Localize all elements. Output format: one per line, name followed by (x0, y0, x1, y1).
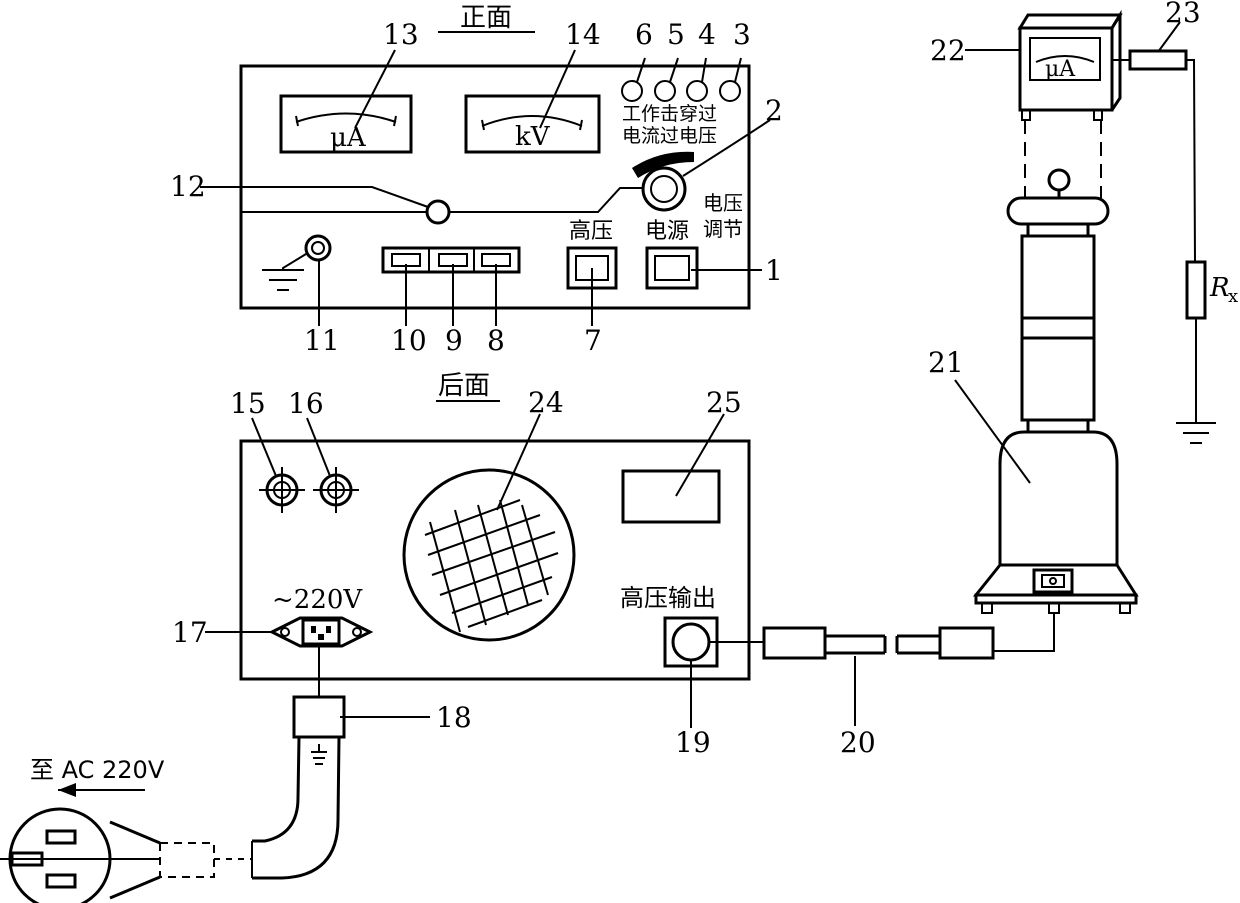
callout-10: 10 (391, 324, 427, 357)
power-cord: 至 AC 220V (0, 646, 346, 903)
zero-indicator (241, 187, 643, 225)
transformer-tank (998, 430, 1119, 567)
callout-19: 19 (675, 726, 711, 759)
microammeter-unit: μA (330, 123, 367, 153)
callout-25: 25 (706, 386, 742, 419)
mains-label: 至 AC 220V (30, 756, 165, 784)
callout-20: 20 (840, 726, 876, 759)
power-button: 电源 (645, 219, 699, 290)
indicator-labels-line2: 电流过电压 (622, 125, 717, 147)
insulator-upper (1020, 234, 1096, 320)
callout-12: 12 (170, 170, 206, 203)
indicator-lamp-overcurrent (686, 80, 708, 102)
remote-microammeter: μA (1017, 9, 1123, 121)
hv-cable-plug-right (938, 626, 995, 660)
insulator-lower (1020, 336, 1096, 422)
microammeter: μA (279, 94, 413, 154)
power-connector-18 (292, 695, 346, 739)
callout-8: 8 (487, 324, 505, 357)
kilovoltmeter-unit: kV (515, 122, 551, 152)
binding-post-16 (313, 467, 359, 513)
callout-2: 2 (765, 94, 783, 127)
callout-3: 3 (733, 18, 751, 51)
callout-21: 21 (928, 346, 964, 379)
callout-16: 16 (288, 387, 324, 420)
hv-transformer (972, 168, 1139, 614)
probe-and-load: R x (1112, 49, 1238, 444)
callout-13: 13 (383, 18, 419, 51)
indicator-lamps: 工作击穿过 电流过电压 (621, 57, 742, 147)
back-panel-leaders (205, 413, 856, 728)
voltage-adjust-label-line2: 调节 (703, 217, 743, 241)
callout-15: 15 (230, 387, 266, 420)
voltage-adjust-knob: 电压 调节 (632, 151, 743, 241)
hv-terminal (1047, 168, 1071, 192)
corona-ring (1006, 196, 1110, 226)
callout-4: 4 (698, 18, 716, 51)
resistor-label: R (1209, 273, 1230, 303)
front-view-title: 正面 (460, 3, 512, 33)
callout-5: 5 (667, 18, 685, 51)
mains-arrow (58, 783, 145, 797)
right-side-callouts: 22 23 21 (928, 0, 1201, 484)
remote-microammeter-unit: μA (1045, 57, 1076, 82)
indicator-lamp-breakdown (654, 80, 676, 102)
hv-output-label: 高压输出 (620, 584, 716, 612)
callout-24: 24 (528, 386, 564, 419)
fuse-holders (381, 246, 521, 274)
power-inlet-voltage-label: ~220V (272, 585, 363, 615)
callout-6: 6 (635, 18, 653, 51)
binding-post-15 (259, 467, 305, 513)
hv-cable (709, 614, 1055, 660)
ground-terminal (262, 234, 332, 291)
power-inlet (268, 616, 374, 648)
front-panel-leaders (200, 49, 771, 326)
indicator-lamp-working (621, 80, 643, 102)
callout-22: 22 (930, 34, 966, 67)
back-panel-body (239, 439, 751, 681)
callout-14: 14 (565, 18, 601, 51)
callout-17: 17 (172, 616, 208, 649)
hv-button-label: 高压 (569, 219, 613, 244)
resistor-subscript: x (1228, 286, 1238, 307)
callout-1: 1 (765, 254, 783, 287)
mains-plug (0, 807, 215, 903)
kilovoltmeter: kV (464, 94, 601, 154)
back-panel-callouts: 15 16 24 25 17 18 19 20 (172, 386, 876, 759)
voltage-adjust-label-line1: 电压 (703, 191, 743, 215)
front-panel-callouts: 13 14 6 5 4 3 2 12 1 11 10 9 8 7 (170, 18, 783, 357)
callout-18: 18 (436, 701, 472, 734)
callout-9: 9 (445, 324, 463, 357)
indicator-labels-line1: 工作击穿过 (622, 103, 717, 125)
hv-cable-plug-left (762, 626, 827, 660)
indicator-lamp-overvoltage (719, 80, 741, 102)
callout-11: 11 (304, 324, 340, 357)
nameplate (621, 469, 721, 524)
fan-grille (402, 468, 576, 642)
power-button-label: 电源 (645, 219, 689, 244)
probe-23 (1128, 49, 1188, 71)
back-view-title: 后面 (438, 371, 490, 401)
resistor-rx (1185, 260, 1207, 320)
callout-7: 7 (584, 324, 602, 357)
callout-23: 23 (1165, 0, 1201, 29)
knob-scale-arc (632, 151, 694, 178)
